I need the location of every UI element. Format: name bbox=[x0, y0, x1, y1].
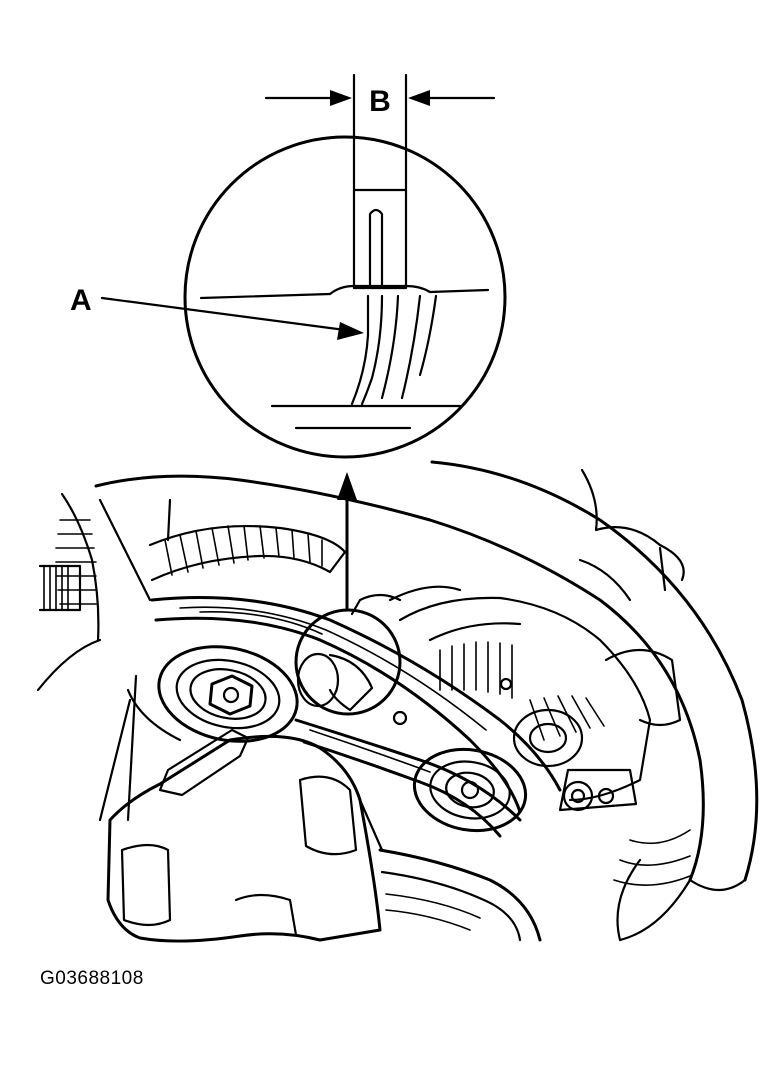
callout-a: A bbox=[70, 284, 364, 340]
figure-id-caption: G03688108 bbox=[40, 968, 144, 989]
magnify-arrow bbox=[337, 472, 357, 612]
dimension-b: B bbox=[264, 73, 496, 192]
engine-belt-assembly bbox=[36, 460, 759, 943]
callout-a-label: A bbox=[70, 284, 92, 317]
dimension-b-label: B bbox=[369, 85, 391, 118]
inspection-area-circle bbox=[294, 608, 402, 716]
detail-magnifier bbox=[183, 135, 507, 459]
